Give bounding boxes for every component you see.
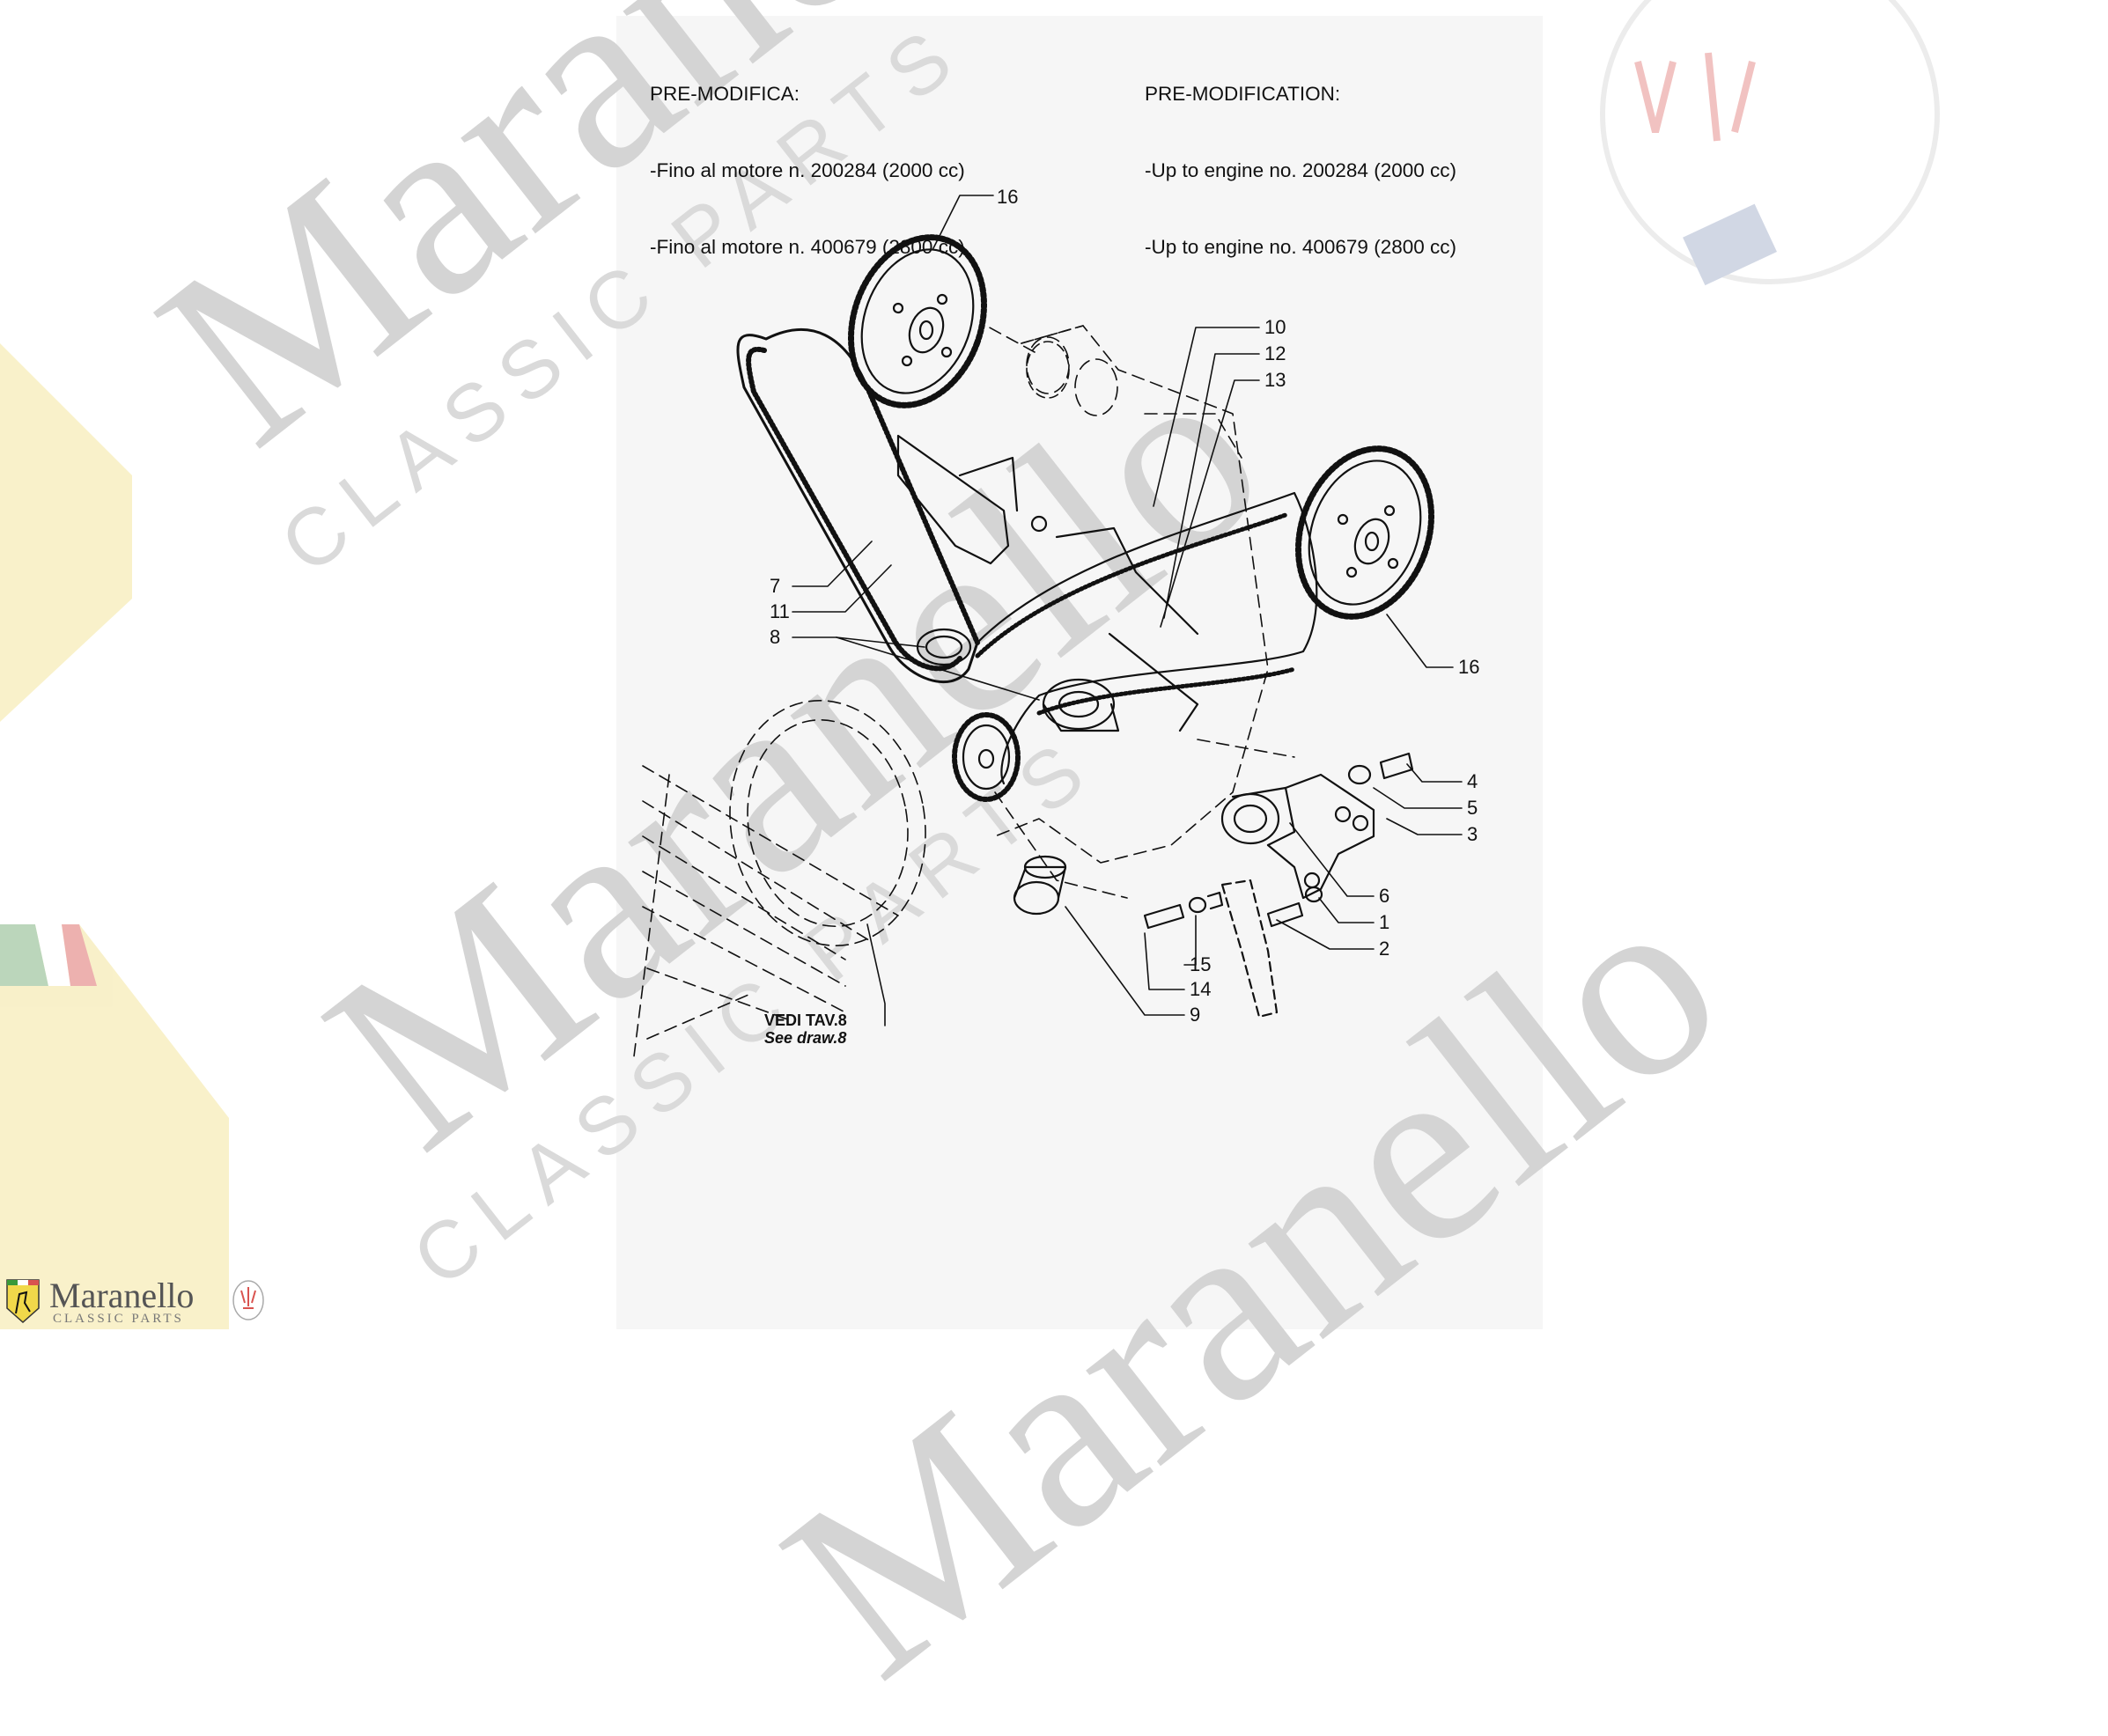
tensioner-roller-center <box>1042 678 1120 732</box>
crankshaft-sprocket <box>952 712 1021 802</box>
note-english-line1: -Up to engine no. 200284 (2000 cc) <box>1145 159 1456 181</box>
timing-belt-left <box>736 328 980 684</box>
see-reference-english: See draw.8 <box>764 1029 847 1047</box>
callout-11: 11 <box>770 600 790 622</box>
callout-5: 5 <box>1467 797 1478 819</box>
brand-logo: Maranello CLASSIC PARTS <box>4 1275 268 1326</box>
note-english-line2: -Up to engine no. 400679 (2800 cc) <box>1145 236 1456 258</box>
decor-layer <box>0 0 1940 1329</box>
bolt-left <box>1143 891 1224 930</box>
callout-12: 12 <box>1264 342 1286 364</box>
camshaft-pulley-right <box>1294 445 1435 620</box>
shield-decor-top <box>0 343 132 722</box>
logo-brand: Maranello <box>49 1276 195 1315</box>
callout-4: 4 <box>1467 770 1478 792</box>
callout-14: 14 <box>1190 978 1212 1000</box>
callout-1: 1 <box>1379 911 1390 933</box>
ring-seals-top <box>1021 325 1084 399</box>
sleeve-bush <box>1013 855 1067 916</box>
callout-10: 10 <box>1264 316 1286 338</box>
trident-decor <box>1600 0 1940 286</box>
callout-8: 8 <box>770 626 781 648</box>
note-english: PRE-MODIFICATION: -Up to engine no. 2002… <box>1145 30 1456 285</box>
tensioner-assembly <box>1220 752 1414 900</box>
trident-icon <box>232 1280 264 1320</box>
note-italian-line1: -Fino al motore n. 200284 (2000 cc) <box>650 159 965 181</box>
callout-9: 9 <box>1190 1004 1201 1026</box>
callout-3: 3 <box>1467 823 1478 845</box>
callout-7: 7 <box>770 575 781 597</box>
callout-2: 2 <box>1379 938 1390 960</box>
camshaft-pulley-top <box>847 234 988 408</box>
logo-subtitle: CLASSIC PARTS <box>53 1312 184 1326</box>
note-english-heading: PRE-MODIFICATION: <box>1145 83 1341 105</box>
timing-belt-diagram <box>633 195 1463 1057</box>
callout-13: 13 <box>1264 369 1286 391</box>
callout-16-right: 16 <box>1458 656 1480 678</box>
shield-decor-bottom <box>0 924 229 1329</box>
callout-6: 6 <box>1379 885 1390 907</box>
drawing-sheet <box>616 16 1543 1329</box>
callout-15: 15 <box>1190 953 1212 975</box>
belt-guard-bracket <box>896 434 1199 732</box>
bolt-lower <box>1266 886 1323 928</box>
shield-icon <box>6 1279 40 1324</box>
see-reference-english-text: See draw.8 <box>764 1029 847 1047</box>
see-reference: VEDI TAV.8 See draw.8 <box>764 1011 847 1047</box>
note-italian-heading: PRE-MODIFICA: <box>650 83 800 105</box>
idler-roller-left <box>916 628 972 666</box>
bracket-lower <box>1220 879 1279 1019</box>
bellhousing-outline <box>633 700 926 1057</box>
see-reference-italian: VEDI TAV.8 <box>764 1011 847 1029</box>
leader-lines <box>792 195 1463 1026</box>
timing-belt-right <box>975 491 1318 785</box>
callout-16-top: 16 <box>997 186 1019 208</box>
engine-outline <box>985 325 1295 899</box>
